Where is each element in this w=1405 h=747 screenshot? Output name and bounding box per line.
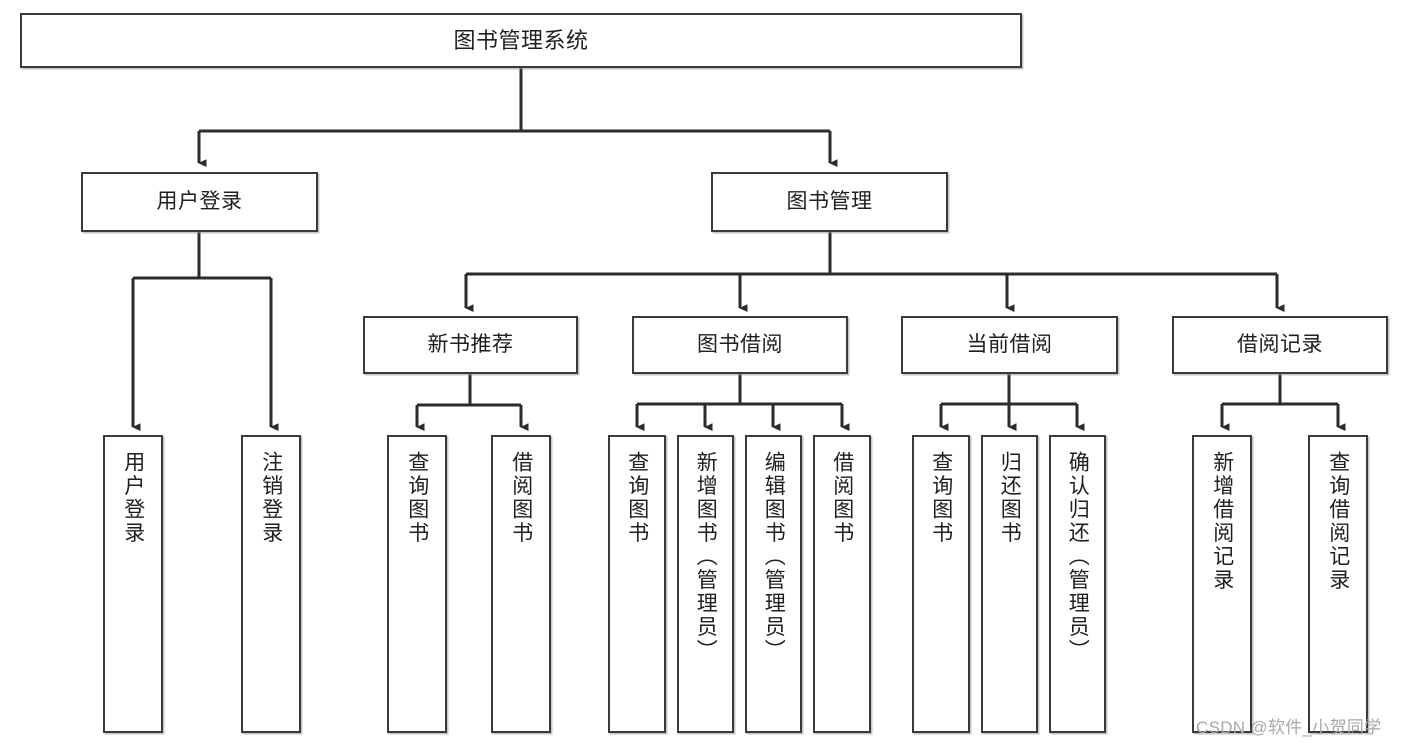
node-label: 查询图书 — [405, 451, 429, 545]
node-label: 借阅图书 — [509, 451, 533, 545]
node-label: 确认归还（管理员） — [1066, 451, 1090, 663]
node-label: 查询图书 — [929, 451, 953, 545]
node-label: 图书借阅 — [697, 332, 783, 356]
leaf-query-books-current[interactable]: 查询图书 — [912, 435, 970, 733]
node-user-login[interactable]: 用户登录 — [81, 172, 318, 232]
node-borrowing-records[interactable]: 借阅记录 — [1172, 316, 1388, 374]
node-label: 新增借阅记录 — [1210, 451, 1234, 592]
node-label: 用户登录 — [156, 189, 243, 213]
node-label: 新书推荐 — [427, 332, 514, 356]
node-label: 图书管理系统 — [453, 27, 589, 53]
leaf-return-books[interactable]: 归还图书 — [981, 435, 1038, 733]
leaf-confirm-return-admin[interactable]: 确认归还（管理员） — [1049, 435, 1106, 733]
node-label: 查询图书 — [625, 451, 649, 545]
leaf-borrow-books-recommendation[interactable]: 借阅图书 — [491, 435, 551, 733]
node-label: 用户登录 — [121, 451, 145, 545]
node-current-borrowing[interactable]: 当前借阅 — [901, 316, 1118, 374]
leaf-user-login[interactable]: 用户登录 — [103, 435, 163, 733]
leaf-add-borrowing-record[interactable]: 新增借阅记录 — [1192, 435, 1252, 733]
node-label: 当前借阅 — [966, 332, 1053, 356]
node-label: 新增图书（管理员） — [694, 451, 718, 663]
leaf-query-borrowing-record[interactable]: 查询借阅记录 — [1308, 435, 1368, 733]
leaf-logout[interactable]: 注销登录 — [241, 435, 301, 733]
node-label: 借阅图书 — [830, 451, 854, 545]
node-new-book-recommendation[interactable]: 新书推荐 — [363, 316, 578, 374]
leaf-borrow-books-borrowing[interactable]: 借阅图书 — [813, 435, 871, 733]
leaf-edit-book-admin[interactable]: 编辑图书（管理员） — [745, 435, 802, 733]
node-label: 编辑图书（管理员） — [762, 451, 786, 663]
node-book-borrowing[interactable]: 图书借阅 — [632, 316, 848, 374]
leaf-query-books-recommendation[interactable]: 查询图书 — [387, 435, 447, 733]
node-label: 归还图书 — [998, 451, 1022, 545]
node-label: 图书管理 — [786, 189, 873, 213]
leaf-query-books-borrowing[interactable]: 查询图书 — [608, 435, 666, 733]
node-label: 借阅记录 — [1237, 332, 1323, 356]
node-label: 查询借阅记录 — [1326, 451, 1350, 592]
node-label: 注销登录 — [259, 451, 283, 545]
leaf-add-book-admin[interactable]: 新增图书（管理员） — [677, 435, 734, 733]
node-root-book-management-system[interactable]: 图书管理系统 — [20, 13, 1022, 68]
node-book-management[interactable]: 图书管理 — [711, 172, 948, 232]
